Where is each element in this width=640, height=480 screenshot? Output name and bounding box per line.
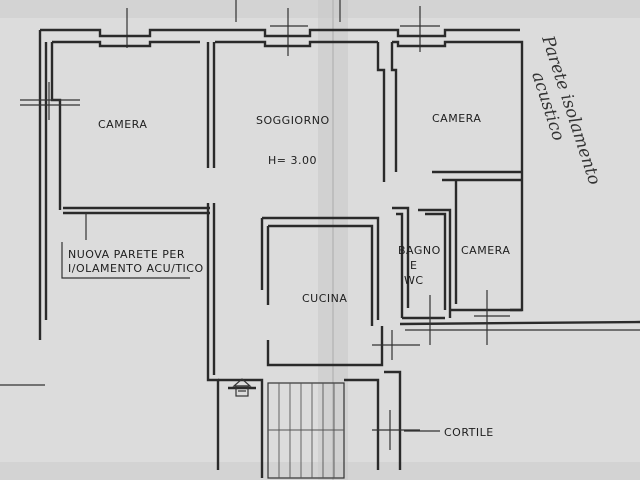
room-label-bagno-line1: BAGNO xyxy=(398,244,441,257)
room-label-soggiorno: SOGGIORNO xyxy=(256,114,330,127)
room-height-note: H= 3.00 xyxy=(268,154,317,167)
room-label-camera-small: CAMERA xyxy=(461,244,510,257)
room-label-bagno-line3: WC xyxy=(404,274,424,287)
room-label-bagno-line2: E xyxy=(410,259,417,272)
room-label-camera-left: CAMERA xyxy=(98,118,147,131)
staircase xyxy=(218,370,402,479)
top-edge-marks xyxy=(126,0,421,56)
note-new-wall-line2: I/OLAMENTO ACU/TICO xyxy=(68,262,204,275)
note-new-wall-line1: NUOVA PARETE PER xyxy=(68,248,185,261)
annotation-pointers xyxy=(61,242,440,432)
room-label-cucina: CUCINA xyxy=(302,292,347,305)
area-label-cortile: CORTILE xyxy=(444,426,494,439)
interior-walls xyxy=(0,42,640,470)
room-label-camera-right: CAMERA xyxy=(432,112,481,125)
window-marks xyxy=(20,25,510,450)
